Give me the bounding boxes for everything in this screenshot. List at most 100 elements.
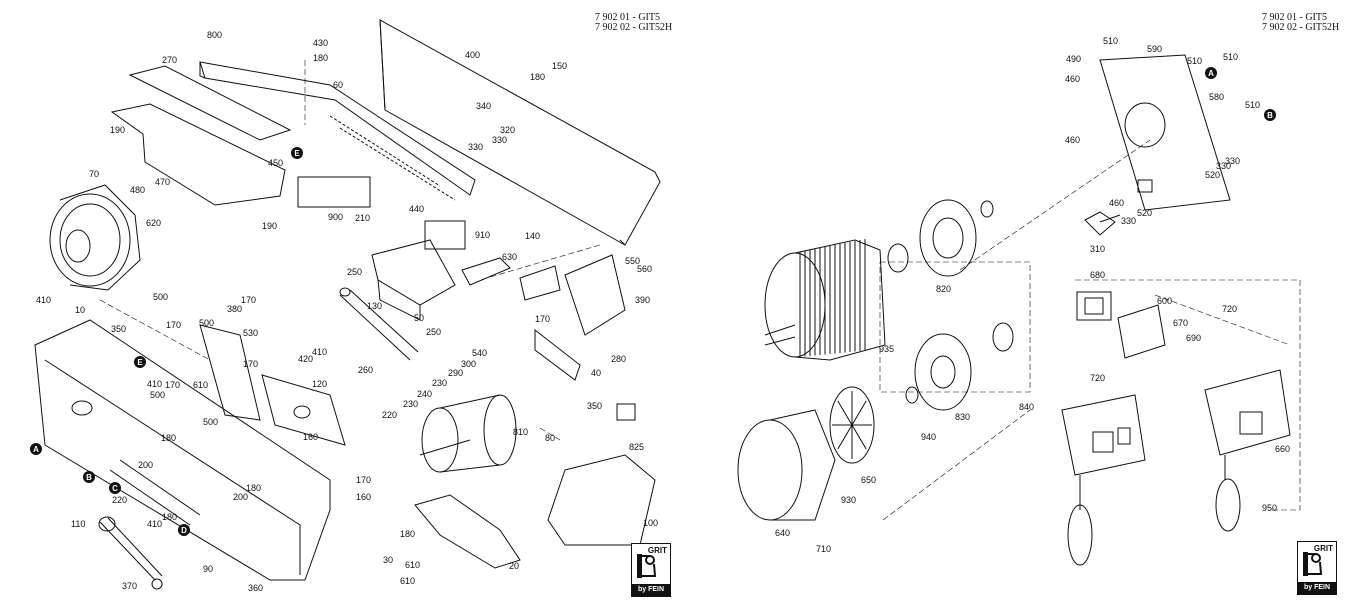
left-part-number: 400 xyxy=(465,50,480,60)
left-part-number: 150 xyxy=(552,61,567,71)
left-part-number: 210 xyxy=(355,213,370,223)
right-part-number: 840 xyxy=(1019,402,1034,412)
right-part-number: 710 xyxy=(816,544,831,554)
left-part-number: 60 xyxy=(333,80,343,90)
model-header-left: 7 902 01 - GIT5 7 902 02 - GIT52H xyxy=(595,13,672,33)
left-part-number: 30 xyxy=(383,555,393,565)
plate-390 xyxy=(564,254,626,336)
end-shield-830 xyxy=(905,322,1014,411)
right-part-number: 510 xyxy=(1245,100,1260,110)
left-part-number: 350 xyxy=(111,324,126,334)
leader-line xyxy=(1075,279,1301,511)
left-part-number: 80 xyxy=(545,433,555,443)
part-drawings xyxy=(34,19,1291,590)
left-part-number: 825 xyxy=(629,442,644,452)
left-part-number: 180 xyxy=(161,433,176,443)
right-part-number: 310 xyxy=(1090,244,1105,254)
left-part-number: 560 xyxy=(637,264,652,274)
right-part-number: 520 xyxy=(1137,208,1152,218)
left-part-number: 200 xyxy=(233,492,248,502)
part-number-labels: 8004301802706040015018034032033033019045… xyxy=(30,30,1290,593)
wheel-70 xyxy=(49,184,141,291)
left-part-number: 430 xyxy=(313,38,328,48)
left-part-number: 470 xyxy=(155,177,170,187)
left-part-number: 130 xyxy=(367,301,382,311)
right-part-number: 935 xyxy=(879,344,894,354)
left-part-number: 330 xyxy=(468,142,483,152)
left-part-number: 270 xyxy=(162,55,177,65)
main-frame-10 xyxy=(34,319,331,581)
right-part-number: 510 xyxy=(1187,56,1202,66)
grit-logo: GRIT by FEIN xyxy=(631,543,671,597)
left-part-number: 620 xyxy=(146,218,161,228)
left-part-number: 100 xyxy=(643,518,658,528)
logo-bottom-text: by FEIN xyxy=(1298,582,1336,594)
left-part-number: 20 xyxy=(509,561,519,571)
bracket-500 xyxy=(199,324,261,421)
svg-text:B: B xyxy=(86,473,92,482)
left-part-number: 250 xyxy=(347,267,362,277)
gas-spring-130 xyxy=(339,287,419,361)
left-part-number: 170 xyxy=(165,380,180,390)
end-shield-820 xyxy=(887,199,994,277)
right-part-number: 640 xyxy=(775,528,790,538)
left-part-number: 160 xyxy=(303,432,318,442)
right-part-number: 330 xyxy=(1225,156,1240,166)
marker-b: B xyxy=(83,471,95,483)
marker-e: E xyxy=(291,147,303,159)
right-part-number: 460 xyxy=(1109,198,1124,208)
left-part-number: 180 xyxy=(162,512,177,522)
left-part-number: 370 xyxy=(122,581,137,591)
svg-text:A: A xyxy=(1208,69,1214,78)
gasket-680 xyxy=(1076,291,1166,359)
right-part-number: 600 xyxy=(1157,296,1172,306)
model-header-right: 7 902 01 - GIT5 7 902 02 - GIT52H xyxy=(1262,13,1339,33)
left-part-number: 900 xyxy=(328,212,343,222)
left-part-number: 170 xyxy=(356,475,371,485)
fan-650 xyxy=(829,386,875,464)
guard-plate-270 xyxy=(128,65,292,141)
contact-wheel-80 xyxy=(419,394,517,473)
model-number-line: 7 902 02 - GIT52H xyxy=(595,22,673,33)
left-part-number: 180 xyxy=(530,72,545,82)
left-part-number: 230 xyxy=(403,399,418,409)
left-part-number: 180 xyxy=(400,529,415,539)
grit-logo: GRIT by FEIN xyxy=(1297,541,1337,595)
left-part-number: 610 xyxy=(193,380,208,390)
motor-body xyxy=(764,239,886,361)
right-part-number: 950 xyxy=(1262,503,1277,513)
right-part-number: 590 xyxy=(1147,44,1162,54)
leader-line xyxy=(539,427,561,441)
right-part-number: 330 xyxy=(1121,216,1136,226)
left-part-number: 410 xyxy=(147,519,162,529)
leader-line xyxy=(1154,294,1291,346)
inset-photo-900 xyxy=(297,176,466,250)
left-part-number: 380 xyxy=(227,304,242,314)
left-part-number: 450 xyxy=(268,158,283,168)
model-number-line: 7 902 02 - GIT52H xyxy=(1262,22,1340,33)
right-part-number: 720 xyxy=(1222,304,1237,314)
left-part-number: 280 xyxy=(611,354,626,364)
right-part-number: 580 xyxy=(1209,92,1224,102)
left-part-number: 230 xyxy=(432,378,447,388)
svg-text:E: E xyxy=(294,149,300,158)
left-part-number: 200 xyxy=(138,460,153,470)
right-part-number: 670 xyxy=(1173,318,1188,328)
left-part-number: 260 xyxy=(358,365,373,375)
left-part-number: 500 xyxy=(153,292,168,302)
left-part-number: 140 xyxy=(525,231,540,241)
marker-b: B xyxy=(1264,109,1276,121)
left-part-number: 40 xyxy=(591,368,601,378)
right-part-number: 930 xyxy=(841,495,856,505)
mounting-plate-490 xyxy=(1099,54,1231,211)
top-cover-plate xyxy=(199,61,476,201)
support-arm-20 xyxy=(414,494,521,569)
svg-text:D: D xyxy=(181,526,187,535)
left-part-number: 90 xyxy=(203,564,213,574)
lever-110 xyxy=(98,516,163,590)
left-part-number: 70 xyxy=(89,169,99,179)
left-part-number: 320 xyxy=(500,125,515,135)
spindle-40 xyxy=(534,328,581,381)
left-part-number: 420 xyxy=(298,354,313,364)
right-part-number: 690 xyxy=(1186,333,1201,343)
